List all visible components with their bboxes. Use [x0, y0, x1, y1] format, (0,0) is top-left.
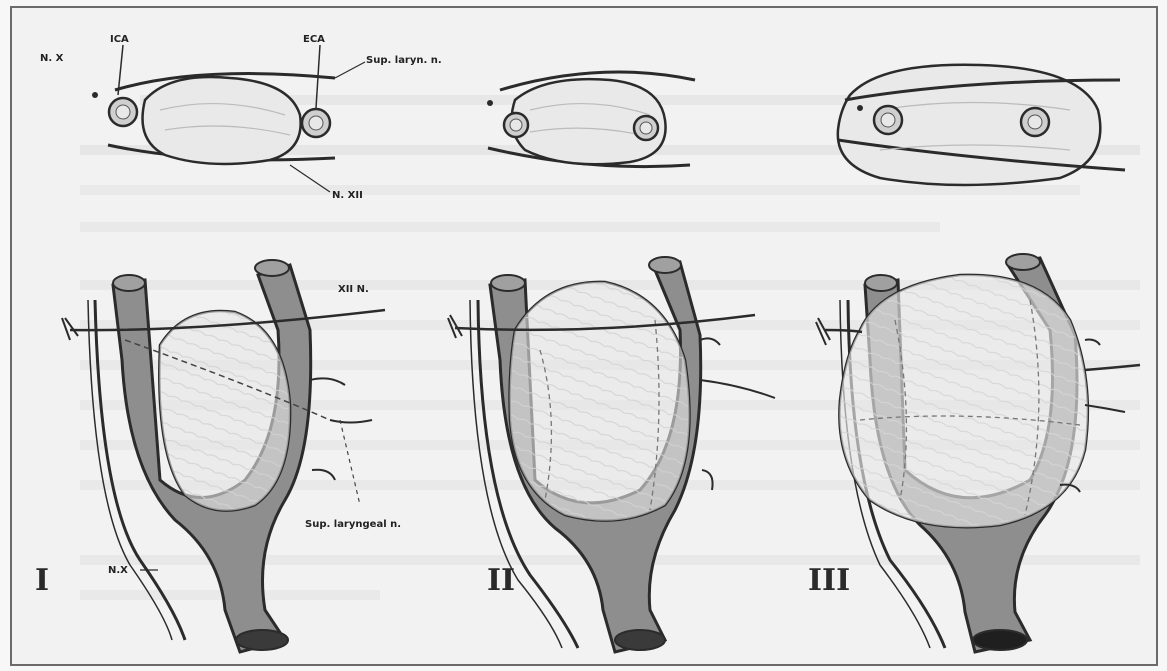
label-xii-n: XII N.: [338, 284, 369, 295]
label-ica: ICA: [110, 34, 129, 45]
vagus-nerve-dot: [857, 105, 863, 111]
stage-label-2: II: [487, 563, 515, 598]
label-n-x-bottom: N.X: [108, 565, 128, 576]
vagus-nerve-dot: [487, 100, 493, 106]
stage-label-1: I: [35, 563, 49, 598]
stage-label-3: III: [808, 563, 850, 598]
superior-laryngeal-nerve: [700, 380, 775, 398]
label-n-x-top: N. X: [40, 53, 64, 64]
label-sup-laryngeal: Sup. laryngeal n.: [305, 519, 401, 530]
label-eca: ECA: [303, 34, 325, 45]
label-sup-laryn-top: Sup. laryn. n.: [366, 55, 442, 66]
lateral-view-type-3: III: [808, 254, 1140, 652]
vagus-nerve-dot: [92, 92, 98, 98]
hypoglossal-nerve: [825, 330, 862, 332]
cross-section-type-1: N. X ICA ECA Sup. laryn. n. N. XII: [40, 34, 442, 201]
lateral-view-type-2: II: [448, 257, 775, 652]
tumor-outline: [143, 77, 301, 164]
label-n-xii-top: N. XII: [332, 190, 363, 201]
cross-section-type-3: [838, 65, 1125, 185]
